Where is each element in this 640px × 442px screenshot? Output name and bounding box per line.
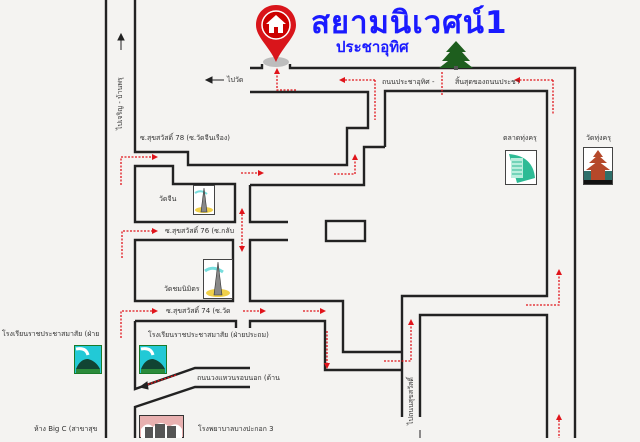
road-center-a (248, 185, 288, 224)
label-wat-thung-khru: วัดทุ่งครุ (586, 134, 611, 142)
market-building-icon (505, 150, 537, 189)
label-market: ตลาดทุ่งครุ (503, 134, 537, 142)
label-to-charoen: ไปเจริญ - บ้านพรุ (116, 77, 124, 130)
road-center-b (248, 238, 402, 354)
road-lower-right (418, 313, 549, 438)
route-arrows (120, 72, 560, 438)
label-wat-chin: วัดจีน (159, 195, 177, 203)
pagoda-icon (583, 147, 613, 189)
road-top-edge (288, 64, 577, 438)
hospital-icon (139, 415, 184, 442)
page-subtitle: ประชาอุทิศ (336, 38, 409, 56)
roads (104, 0, 577, 438)
label-big-c: ห้าง Big C (สาขาสุข (34, 425, 98, 433)
label-soi-76: ซ.สุขสวัสดิ์ 76 (ซ.กลับ (165, 227, 235, 235)
label-pracha-uthit-road: ถนนประชาอุทิศ - (382, 78, 435, 86)
road-top-edge-left (250, 64, 264, 70)
label-wat-chom-nimit: วัดชมนิมิตร (164, 285, 200, 293)
school-icon (139, 345, 167, 378)
page-title: สยามนิเวศน์1 (311, 5, 508, 41)
label-soi-78: ซ.สุขสวัสดิ์ 78 (ซ.วัดจีนเรือง) (140, 134, 230, 142)
school-icon (74, 345, 102, 378)
label-ring-road: ถนนวงแหวนรอบนอก (ด้าน (197, 374, 280, 382)
road-center-step (250, 145, 385, 187)
pine-tree-icon (438, 40, 474, 74)
label-to-temple: ไปวัด (227, 76, 244, 84)
building-block (324, 219, 367, 243)
label-hospital: โรงพยาบาลบางปะกอก 3 (198, 425, 274, 433)
label-soi-74: ซ.สุขสวัสดิ์ 74 (ซ.วัด (166, 307, 231, 315)
road-block-chom-nimit (133, 238, 235, 303)
label-school-primary: โรงเรียนราชประชาสมาสัย (ฝ่ายประถม) (148, 331, 269, 339)
road-inner-right (383, 89, 549, 417)
black-arrows (117, 32, 421, 438)
road-soi74-left (135, 319, 238, 328)
road-ring-lower (133, 385, 250, 438)
label-to-suksawat: ไปถนนสุขสวัสดิ์ (407, 377, 415, 425)
label-end-of-road: สิ้นสุดของถนนประชา (455, 78, 520, 86)
temple-tower-icon (193, 185, 215, 219)
road-block-wat-chin (133, 164, 237, 224)
road-top-left-block (133, 0, 370, 167)
temple-tower-icon (203, 259, 233, 303)
home-pin-icon (254, 4, 300, 74)
road-soi74-right (248, 319, 402, 372)
label-school-left: โรงเรียนราชประชาสมาสัย (ฝ่าย (2, 330, 100, 338)
arrow-heads (152, 68, 562, 420)
